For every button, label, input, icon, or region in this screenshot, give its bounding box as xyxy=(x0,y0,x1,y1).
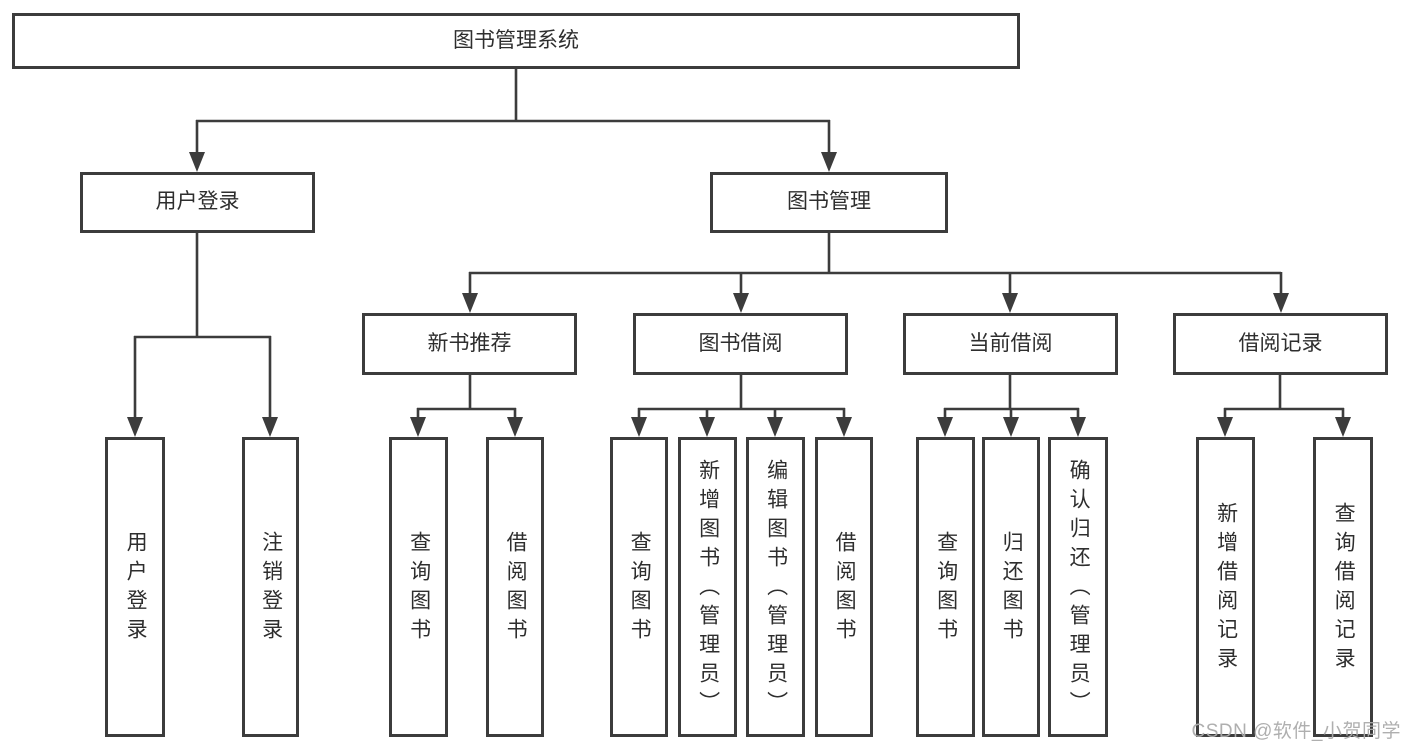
leaf-edit-book-admin: 编辑图书（管理员） xyxy=(746,437,805,737)
leaf-query-book-3: 查询图书 xyxy=(916,437,975,737)
leaf-return-book: 归还图书 xyxy=(982,437,1040,737)
leaf-borrow-book-2: 借阅图书 xyxy=(815,437,873,737)
node-root: 图书管理系统 xyxy=(12,13,1020,69)
leaf-query-book-1: 查询图书 xyxy=(389,437,448,737)
csdn-watermark: CSDN @软件_小贺同学 xyxy=(1191,721,1401,742)
node-user-login: 用户登录 xyxy=(80,172,315,233)
node-borrow-records: 借阅记录 xyxy=(1173,313,1388,375)
leaf-confirm-return-admin: 确认归还（管理员） xyxy=(1048,437,1108,737)
leaf-add-borrow-record: 新增借阅记录 xyxy=(1196,437,1255,737)
leaf-logout: 注销登录 xyxy=(242,437,299,737)
leaf-user-login: 用户登录 xyxy=(105,437,165,737)
node-book-borrow: 图书借阅 xyxy=(633,313,848,375)
leaf-query-borrow-record: 查询借阅记录 xyxy=(1313,437,1373,737)
leaf-query-book-2: 查询图书 xyxy=(610,437,668,737)
leaf-add-book-admin: 新增图书（管理员） xyxy=(678,437,737,737)
node-book-management: 图书管理 xyxy=(710,172,948,233)
node-new-book-recommend: 新书推荐 xyxy=(362,313,577,375)
node-current-borrow: 当前借阅 xyxy=(903,313,1118,375)
leaf-borrow-book-1: 借阅图书 xyxy=(486,437,544,737)
